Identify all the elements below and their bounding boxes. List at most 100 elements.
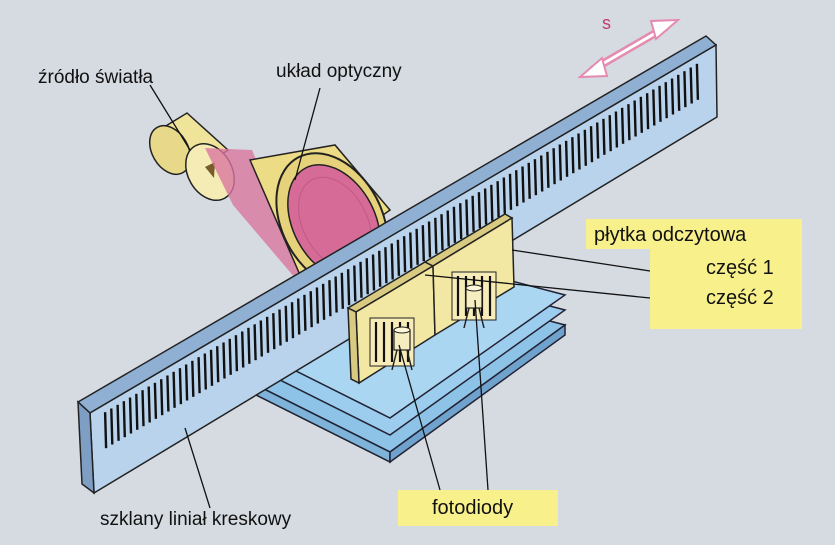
scale-graduation-line bbox=[346, 269, 351, 306]
scale-graduation-line bbox=[178, 368, 183, 405]
photodiodes-label: fotodiody bbox=[432, 497, 514, 519]
scale-graduations bbox=[103, 63, 700, 449]
glass-scale bbox=[76, 35, 718, 495]
scale-graduation-line bbox=[103, 412, 108, 449]
scale-graduation-line bbox=[309, 291, 313, 328]
scale-graduation-line bbox=[689, 67, 693, 104]
scale-graduation-line bbox=[116, 404, 120, 441]
scale-graduation-line bbox=[228, 338, 232, 375]
photodiodes-label-box bbox=[398, 490, 558, 526]
scale-graduation-line bbox=[452, 206, 457, 243]
scale-graduation-line bbox=[677, 74, 681, 111]
scale-graduation-line bbox=[564, 140, 569, 177]
leader-lines bbox=[149, 84, 651, 509]
scale-graduation-line bbox=[683, 71, 687, 108]
scale-graduation-line bbox=[558, 144, 562, 181]
scale-graduation-line bbox=[415, 228, 419, 265]
scale-graduation-line bbox=[371, 254, 376, 291]
scale-graduation-line bbox=[234, 335, 239, 372]
scale-graduation-line bbox=[197, 357, 201, 394]
scale-graduation-line bbox=[359, 261, 363, 298]
scale-graduation-line bbox=[477, 192, 482, 229]
part-2-label: część 2 bbox=[706, 287, 774, 309]
reading-plate-label-box bbox=[586, 219, 802, 249]
scale-graduation-line bbox=[135, 393, 139, 430]
part-1-label: część 1 bbox=[706, 257, 774, 279]
scale-graduation-line bbox=[216, 346, 220, 383]
scale-graduation-line bbox=[490, 184, 494, 221]
movement-arrow-icon bbox=[577, 18, 681, 79]
photodiode-1 bbox=[391, 326, 413, 371]
scale-graduation-line bbox=[639, 96, 643, 133]
light-source-label: źródło światła bbox=[38, 67, 154, 88]
scale-graduation-line bbox=[247, 327, 251, 364]
scale-graduation-line bbox=[284, 305, 288, 342]
scale-graduation-line bbox=[658, 85, 662, 122]
scale-graduation-line bbox=[571, 137, 575, 174]
scale-graduation-line bbox=[321, 283, 326, 320]
parts-label-box bbox=[650, 249, 802, 329]
scale-graduation-line bbox=[303, 294, 307, 331]
scale-graduation-line bbox=[421, 225, 425, 262]
photodiode-2 bbox=[463, 284, 485, 329]
scale-graduation-line bbox=[608, 115, 612, 152]
scale-graduation-line bbox=[396, 239, 401, 276]
scale-graduation-line bbox=[166, 375, 170, 412]
scale-graduation-line bbox=[508, 173, 513, 210]
scale-graduation-line bbox=[297, 298, 301, 335]
scale-graduation-line bbox=[334, 276, 338, 313]
scale-graduation-line bbox=[645, 93, 650, 130]
scale-graduation-line bbox=[521, 166, 525, 203]
scale-graduation-line bbox=[353, 265, 357, 302]
scale-graduation-line bbox=[552, 148, 556, 185]
scale-graduation-line bbox=[465, 199, 469, 236]
scale-graduation-line bbox=[265, 316, 270, 353]
scale-graduation-line bbox=[427, 221, 432, 258]
light-beam bbox=[205, 148, 318, 305]
scale-graduation-line bbox=[128, 397, 133, 434]
scale-graduation-line bbox=[278, 309, 282, 346]
reading-plate-label: płytka odczytowa bbox=[594, 224, 747, 246]
scale-graduation-line bbox=[384, 247, 388, 284]
scale-graduation-line bbox=[664, 82, 668, 119]
scale-graduation-line bbox=[446, 210, 450, 247]
scale-graduation-line bbox=[440, 214, 444, 251]
scale-graduation-line bbox=[434, 217, 438, 254]
scale-graduation-line bbox=[315, 287, 320, 324]
movement-label: s bbox=[602, 13, 611, 33]
scale-graduation-line bbox=[110, 408, 114, 445]
scale-graduation-line bbox=[209, 349, 214, 386]
scale-graduation-line bbox=[695, 63, 700, 100]
scale-graduation-line bbox=[496, 181, 500, 218]
scale-graduation-line bbox=[184, 364, 189, 401]
scale-graduation-line bbox=[540, 155, 544, 192]
scale-graduation-line bbox=[502, 177, 506, 214]
scale-graduation-line bbox=[533, 159, 538, 196]
scale-graduation-line bbox=[378, 250, 382, 287]
scale-graduation-line bbox=[409, 232, 413, 269]
scale-graduation-line bbox=[203, 353, 207, 390]
scale-graduation-line bbox=[340, 272, 344, 309]
scale-graduation-line bbox=[365, 258, 369, 295]
scale-graduation-line bbox=[402, 236, 407, 273]
glass-scale-label: szklany liniał kreskowy bbox=[100, 509, 292, 530]
scale-graduation-line bbox=[253, 324, 257, 361]
scale-graduation-line bbox=[160, 379, 164, 416]
scale-graduation-line bbox=[620, 107, 625, 144]
scale-graduation-line bbox=[222, 342, 226, 379]
scale-graduation-line bbox=[259, 320, 263, 357]
scale-graduation-line bbox=[527, 162, 531, 199]
scale-graduation-line bbox=[191, 360, 195, 397]
scale-graduation-line bbox=[328, 280, 332, 317]
scale-graduation-line bbox=[589, 126, 594, 163]
scale-graduation-line bbox=[546, 151, 550, 188]
scale-graduation-line bbox=[141, 390, 145, 427]
scale-graduation-line bbox=[390, 243, 394, 280]
scale-graduation-line bbox=[633, 100, 637, 137]
scale-graduation-line bbox=[153, 382, 158, 419]
scale-graduation-line bbox=[147, 386, 151, 423]
scale-graduation-line bbox=[627, 104, 631, 141]
optical-system-label: układ optyczny bbox=[276, 61, 402, 82]
